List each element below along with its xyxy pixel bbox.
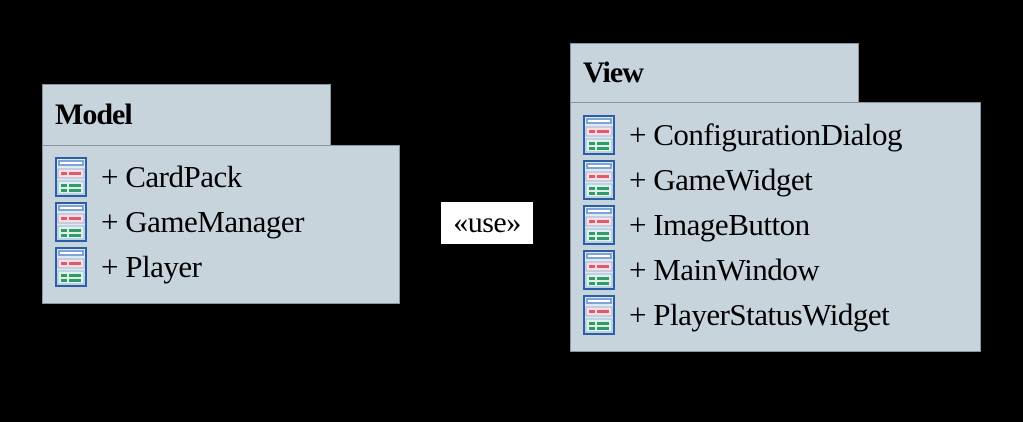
class-icon: [55, 157, 87, 197]
dependency-label: «use»: [441, 202, 533, 244]
class-item-label: + MainWindow: [629, 252, 820, 287]
class-item-gamewidget[interactable]: + GameWidget: [583, 160, 813, 200]
class-item-label: + GameWidget: [629, 162, 813, 197]
class-icon: [583, 115, 615, 155]
model-package-body: + CardPack + GameManager + Player: [42, 145, 400, 304]
view-package-tab: View: [570, 43, 859, 103]
class-item-configurationdialog[interactable]: + ConfigurationDialog: [583, 115, 903, 155]
class-icon: [583, 295, 615, 335]
class-item-imagebutton[interactable]: + ImageButton: [583, 205, 810, 245]
class-item-gamemanager[interactable]: + GameManager: [55, 202, 304, 242]
class-item-playerstatuswidget[interactable]: + PlayerStatusWidget: [583, 295, 890, 335]
view-package-title: View: [583, 56, 644, 89]
class-item-label: + PlayerStatusWidget: [629, 297, 890, 332]
class-item-cardpack[interactable]: + CardPack: [55, 157, 242, 197]
class-icon: [55, 247, 87, 287]
class-item-label: + ConfigurationDialog: [629, 117, 903, 152]
model-package-title: Model: [55, 98, 133, 131]
class-icon: [55, 202, 87, 242]
class-item-label: + Player: [101, 249, 202, 284]
class-item-label: + CardPack: [101, 159, 242, 194]
class-item-mainwindow[interactable]: + MainWindow: [583, 250, 820, 290]
class-icon: [583, 250, 615, 290]
model-package[interactable]: Model + CardPack + GameManager + Player: [42, 84, 400, 304]
class-item-player[interactable]: + Player: [55, 247, 202, 287]
model-package-tab: Model: [42, 84, 331, 146]
view-package-body: + ConfigurationDialog + GameWidget + Ima…: [570, 102, 981, 352]
view-package[interactable]: View + ConfigurationDialog + GameWidget …: [570, 43, 981, 352]
class-item-label: + ImageButton: [629, 207, 810, 242]
class-item-label: + GameManager: [101, 204, 304, 239]
class-icon: [583, 205, 615, 245]
class-icon: [583, 160, 615, 200]
